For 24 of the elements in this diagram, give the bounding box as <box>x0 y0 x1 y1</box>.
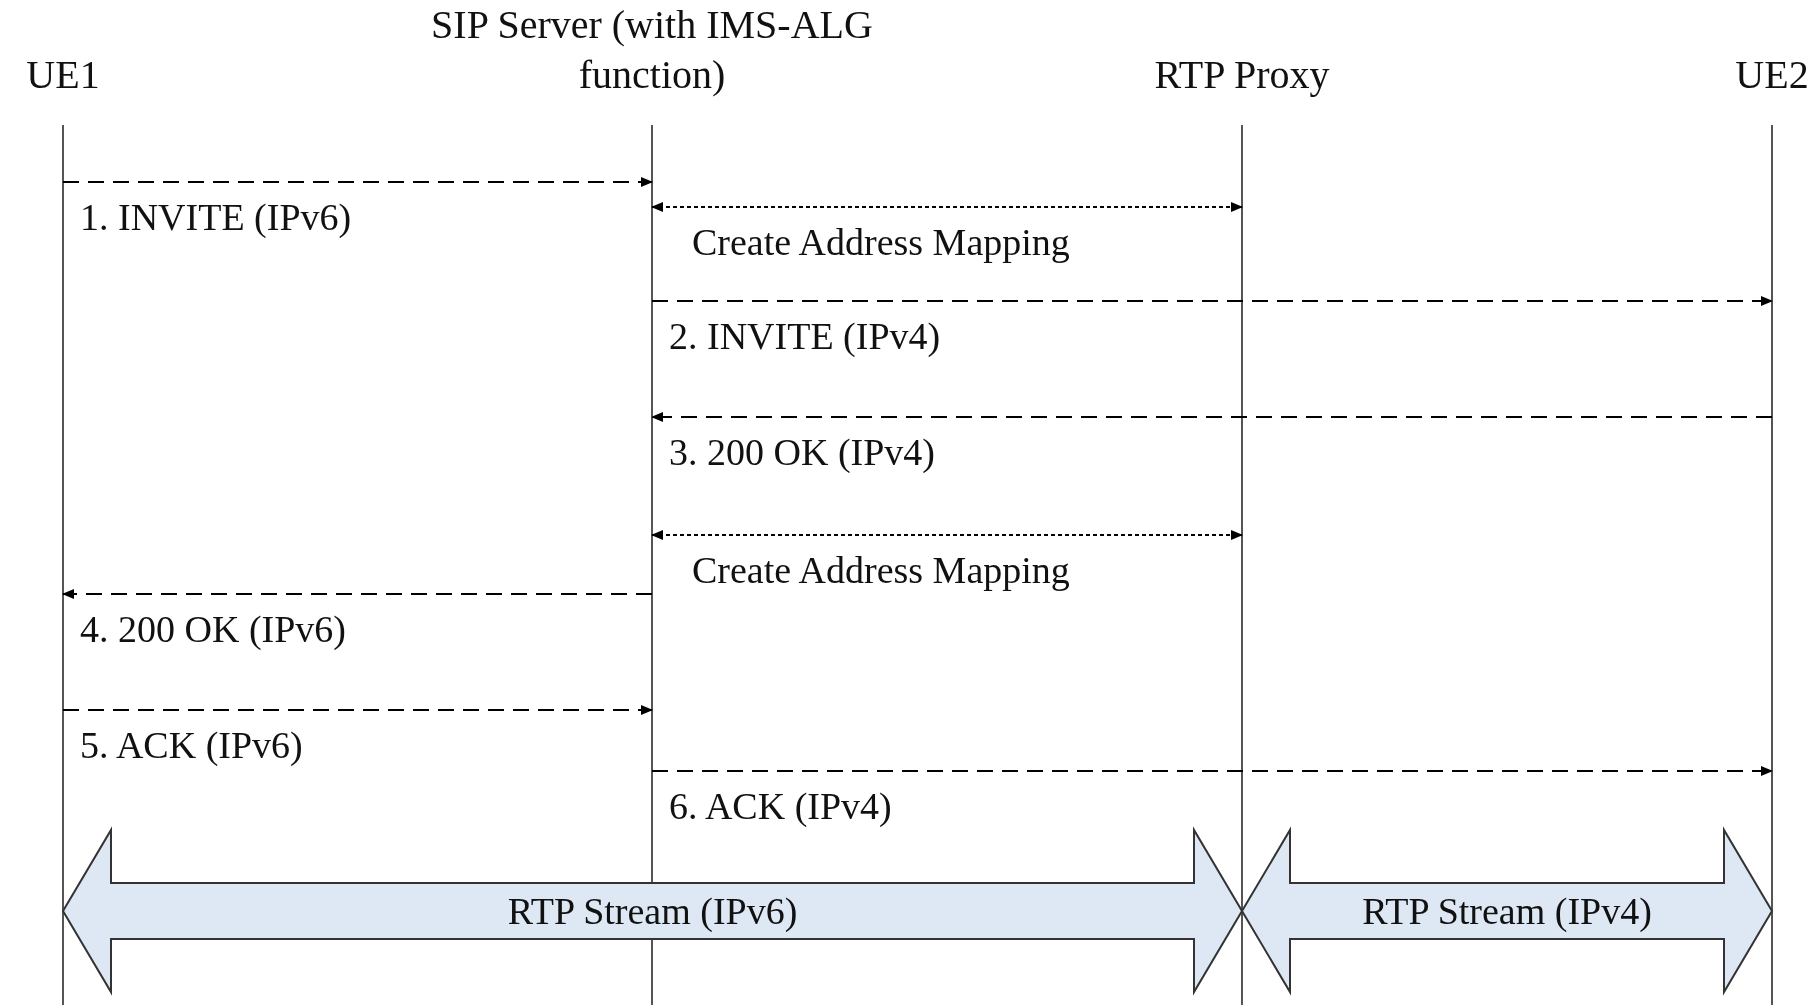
message-arrow <box>62 177 653 187</box>
edge-label: RTP Stream (IPv6) <box>507 892 798 930</box>
message-label: Create Address Mapping <box>692 223 1070 261</box>
message-label: 5. ACK (IPv6) <box>80 726 303 764</box>
message-arrow <box>62 705 653 715</box>
message-label: 3. 200 OK (IPv4) <box>669 433 935 471</box>
stream-arrow <box>1240 826 1774 996</box>
message-arrow <box>651 412 1773 422</box>
message-arrow <box>651 296 1773 306</box>
message-label: 6. ACK (IPv4) <box>669 787 892 825</box>
message-arrow <box>651 530 1243 540</box>
participant-label: UE1 <box>25 51 101 99</box>
message-label: Create Address Mapping <box>692 551 1070 589</box>
message-arrow <box>651 766 1773 776</box>
message-label: 4. 200 OK (IPv6) <box>80 610 346 648</box>
message-arrow <box>651 202 1243 212</box>
participant-label: RTP Proxy <box>1153 51 1331 99</box>
message-label: 1. INVITE (IPv6) <box>80 198 352 236</box>
edge-label: RTP Stream (IPv4) <box>1362 892 1652 930</box>
message-arrow <box>62 589 653 599</box>
participant-label: UE2 <box>1734 51 1810 99</box>
message-label: 2. INVITE (IPv4) <box>669 317 941 355</box>
stream-arrow <box>61 826 1244 996</box>
participant-label: SIP Server (with IMS-ALG function) <box>430 1 874 99</box>
